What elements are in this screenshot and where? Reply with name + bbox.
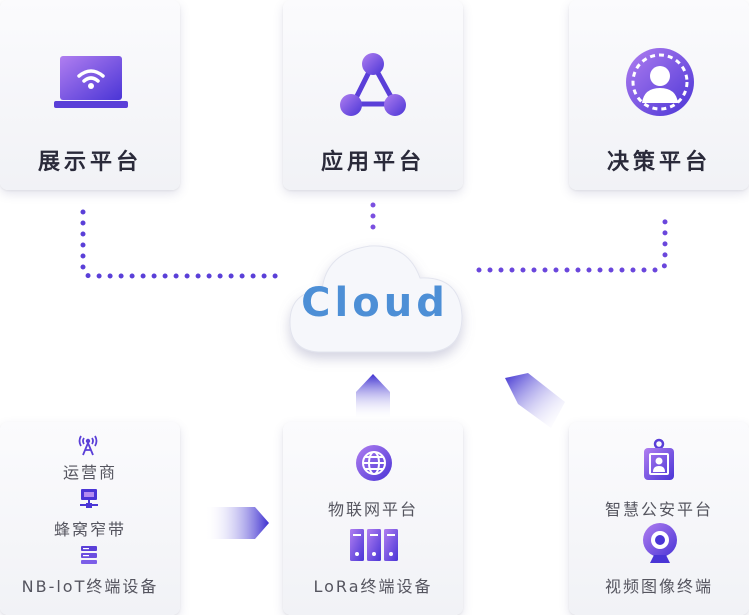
webcam-icon: [643, 523, 677, 563]
globe-icon: [356, 445, 392, 481]
card-smart-police[interactable]: 智慧公安平台 视频图像终端: [569, 422, 749, 615]
server-stack-icon: [81, 546, 97, 564]
arrow-diagonal: [505, 373, 565, 428]
cloud-icon: [289, 245, 463, 353]
connector-left: [80, 209, 281, 279]
card-title-display: 展示平台: [37, 150, 142, 175]
label-video-terminal: 视频图像终端: [604, 577, 713, 596]
cloud-label: Cloud: [301, 280, 449, 326]
network-terminal-icon: [80, 489, 98, 508]
arrow-up: [356, 374, 390, 420]
card-display-platform[interactable]: 展示平台: [0, 0, 180, 190]
label-operator: 运营商: [62, 463, 117, 482]
connector-right: [476, 209, 668, 273]
label-smart-police-platform: 智慧公安平台: [604, 500, 713, 519]
arrow-right: [205, 507, 269, 539]
card-title-application: 应用平台: [320, 150, 425, 175]
card-nb-iot[interactable]: 运营商 蜂窝窄带 NB-loT终端设备: [0, 422, 180, 615]
monitor-wifi-icon: [54, 56, 128, 108]
card-lora[interactable]: 物联网平台 LoRa终端设备: [283, 422, 463, 615]
label-nb-iot-terminal: NB-loT终端设备: [21, 577, 159, 596]
network-nodes-icon: [340, 53, 406, 116]
antenna-tower-icon: [78, 435, 98, 456]
id-badge-icon: [644, 438, 674, 480]
label-lora-terminal: LoRa终端设备: [313, 577, 433, 596]
label-cellular-narrowband: 蜂窝窄带: [53, 520, 126, 539]
card-decision-platform[interactable]: 决策平台: [569, 0, 749, 190]
server-rack-icon: [350, 529, 398, 561]
card-application-platform[interactable]: 应用平台: [283, 0, 463, 190]
label-iot-platform: 物联网平台: [327, 500, 418, 519]
user-gear-icon: [626, 48, 694, 116]
card-title-decision: 决策平台: [606, 150, 711, 175]
